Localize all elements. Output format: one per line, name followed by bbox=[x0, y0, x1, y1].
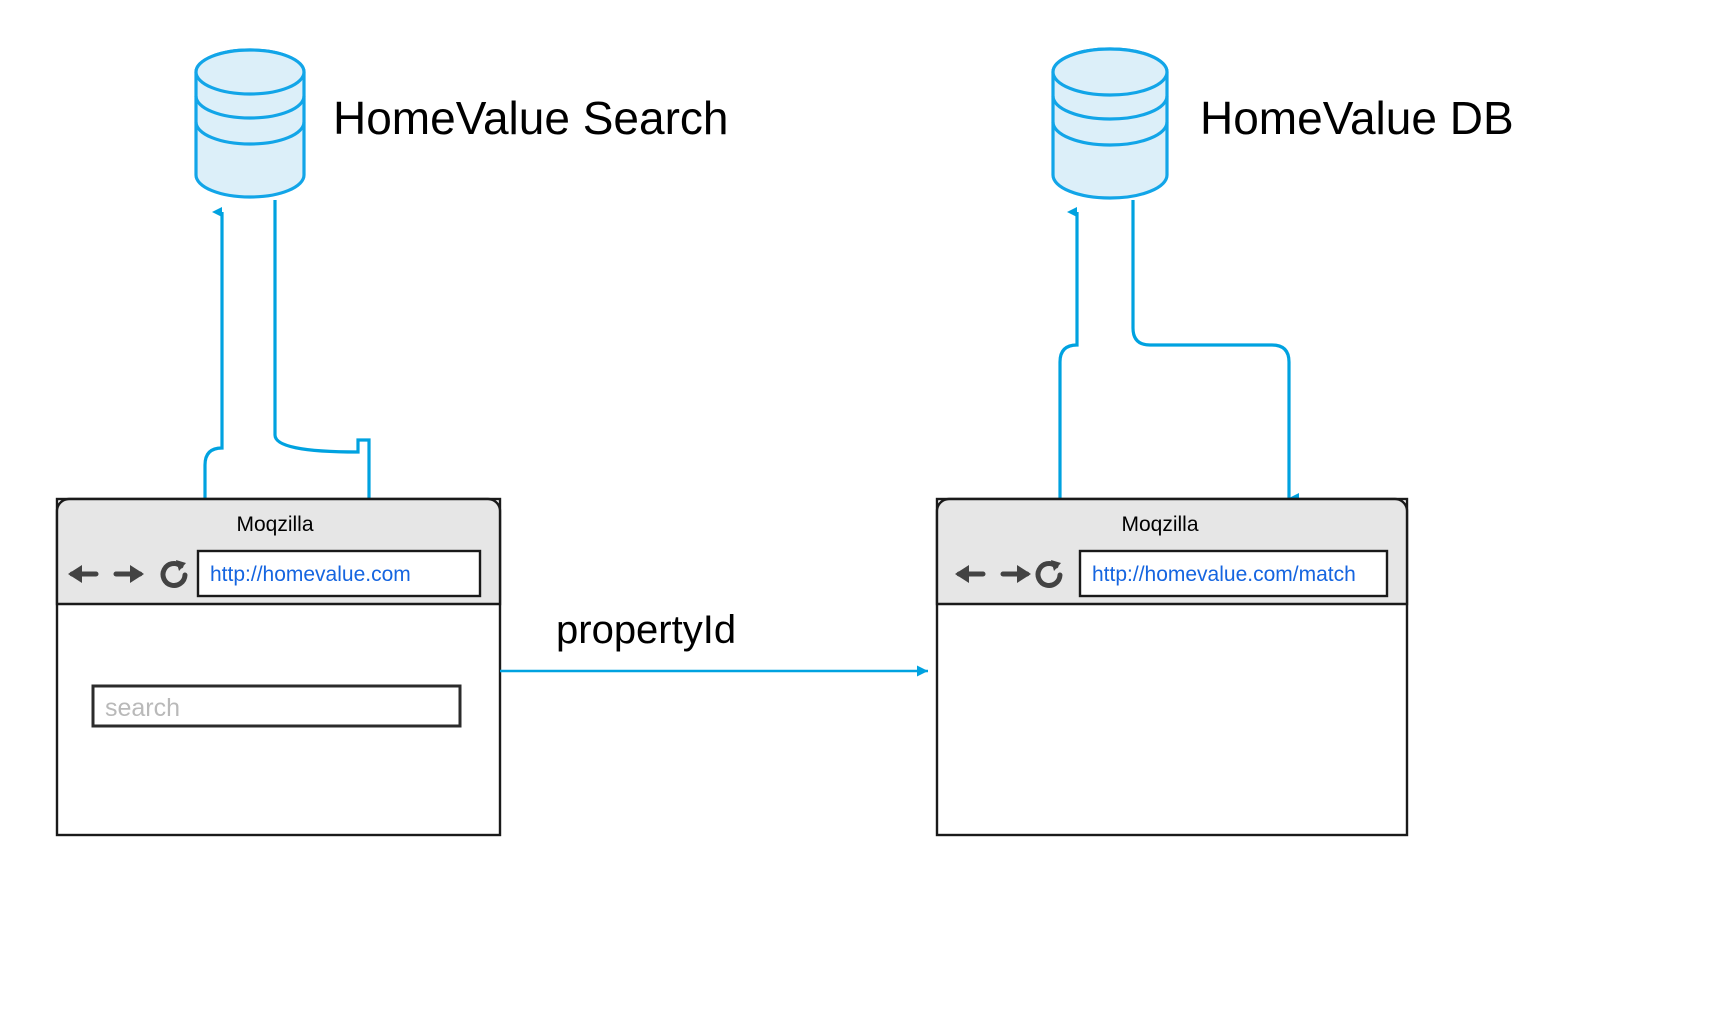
reload-icon[interactable] bbox=[1035, 560, 1063, 588]
connector-group-left bbox=[203, 200, 379, 753]
browser-right-url-text: http://homevalue.com/match bbox=[1092, 563, 1356, 586]
browser-left-title: Moqzilla bbox=[236, 513, 313, 536]
flow-propertyid: propertyId bbox=[500, 608, 928, 677]
datastore-homevalue-db[interactable]: HomeValue DB bbox=[1051, 47, 1514, 200]
flow-label-propertyid: propertyId bbox=[556, 608, 736, 652]
connector-group-right bbox=[1058, 200, 1299, 503]
browser-left-url-text: http://homevalue.com bbox=[210, 563, 411, 586]
connector-db-to-browser bbox=[1131, 200, 1299, 503]
database-cylinder-icon bbox=[1051, 47, 1169, 200]
browser-window-left[interactable]: Moqzilla http://homevalue.com search bbox=[55, 497, 502, 837]
connector-search-to-store bbox=[203, 207, 224, 715]
browser-left-nav bbox=[68, 560, 188, 588]
back-arrow-icon[interactable] bbox=[68, 565, 99, 583]
back-arrow-icon[interactable] bbox=[955, 565, 986, 583]
browser-right-nav bbox=[955, 560, 1063, 588]
reload-icon[interactable] bbox=[160, 560, 188, 588]
browser-left-url-bar[interactable] bbox=[196, 549, 482, 598]
datastore-label-homevalue-search: HomeValue Search bbox=[333, 92, 728, 144]
forward-arrow-icon[interactable] bbox=[1000, 565, 1031, 583]
browser-right-title: Moqzilla bbox=[1121, 513, 1198, 536]
datastore-label-homevalue-db: HomeValue DB bbox=[1200, 92, 1514, 144]
browser-window-right[interactable]: Moqzilla http://homevalue.com/match bbox=[935, 497, 1409, 837]
datastore-homevalue-search[interactable]: HomeValue Search bbox=[194, 48, 728, 199]
forward-arrow-icon[interactable] bbox=[113, 565, 144, 583]
search-input[interactable] bbox=[91, 684, 462, 728]
search-input-placeholder: search bbox=[105, 694, 180, 722]
browser-right-url-bar[interactable] bbox=[1078, 549, 1389, 598]
connector-store-to-search bbox=[273, 200, 379, 753]
database-cylinder-icon bbox=[194, 48, 306, 199]
connector-browser-to-db bbox=[1058, 207, 1079, 500]
